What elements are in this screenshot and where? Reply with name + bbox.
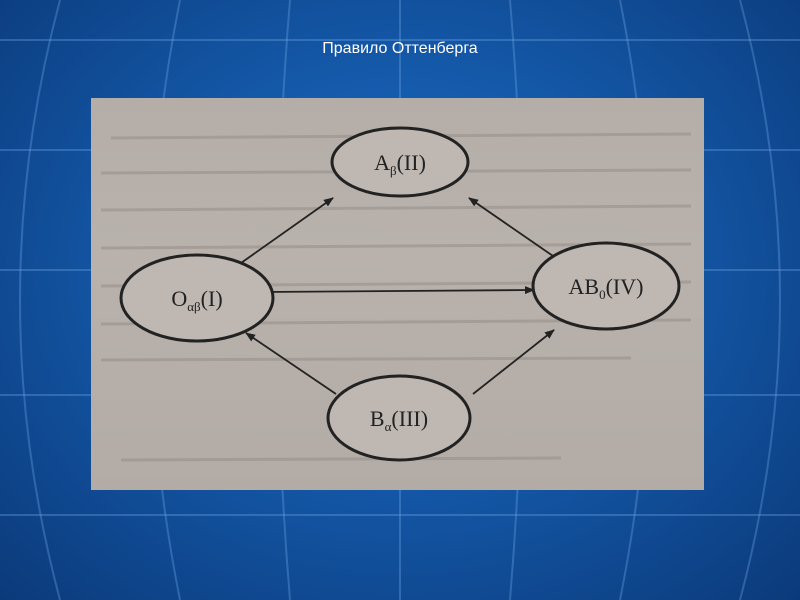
node-ab-main: AB [569,274,600,299]
edge-b-to-o [245,332,337,395]
node-a-suffix: (II) [397,150,426,175]
node-o-i: Oαβ(I) [119,253,275,343]
node-a-main: A [374,150,390,175]
svg-text:AB0(IV): AB0(IV) [569,274,644,302]
node-o-main: O [171,286,187,311]
edge-o-to-a [240,197,334,264]
node-b-sub: α [385,419,392,434]
svg-text:Oαβ(I): Oαβ(I) [171,286,222,314]
blood-group-diagram: Aβ(II) Oαβ(I) AB0(IV) Bα(III) [100,126,692,462]
node-ab-suffix: (IV) [606,274,644,299]
edge-b-to-ab [472,329,555,395]
edge-o-to-ab [262,286,535,295]
node-b-iii: Bα(III) [326,374,472,462]
node-a-ii: Aβ(II) [330,126,470,198]
node-o-sub: αβ [187,299,201,314]
slide-title: Правило Оттенберга [322,40,478,57]
diagram-photo: Aβ(II) Oαβ(I) AB0(IV) Bα(III) [91,98,704,490]
node-o-suffix: (I) [201,286,223,311]
node-ab-iv: AB0(IV) [531,241,681,331]
svg-text:Aβ(II): Aβ(II) [374,150,426,178]
node-b-suffix: (III) [391,406,428,431]
edge-ab-to-a [468,197,554,257]
node-b-main: B [370,406,385,431]
node-ab-sub: 0 [599,287,606,302]
svg-text:Bα(III): Bα(III) [370,406,428,434]
node-a-sub: β [390,163,397,178]
